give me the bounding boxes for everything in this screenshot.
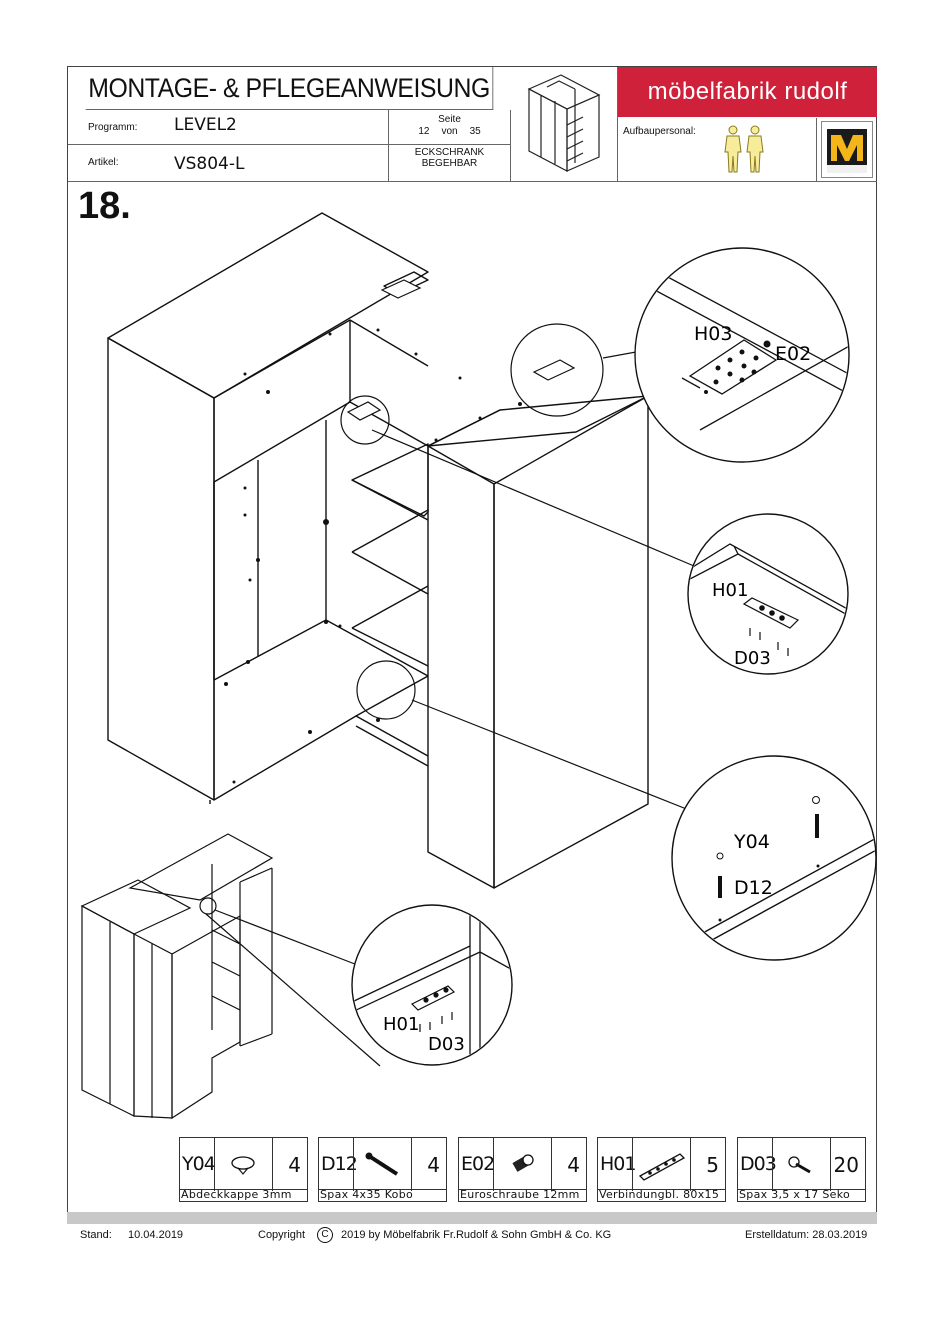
callout-h01-mid: H01 [712, 580, 748, 601]
part-code: Y04 [182, 1153, 216, 1175]
callout-h03: H03 [694, 323, 732, 345]
programm-row: Programm: LEVEL2 Seite 12 von 35 [68, 110, 511, 145]
quality-seal [817, 118, 877, 182]
callout-y04: Y04 [733, 831, 770, 853]
part-code: E02 [461, 1153, 495, 1175]
callout-h01-small: H01 [383, 1014, 419, 1035]
part-d12: D12 4 Spax 4x35 Kobo [318, 1137, 447, 1202]
artikel-label: Artikel: [88, 157, 119, 168]
artikel-value: VS804-L [174, 154, 245, 174]
small-screw-icon [788, 1156, 811, 1174]
document-title: MONTAGE- & PFLEGEANWEISUNG [85, 67, 494, 110]
page-von: von [441, 126, 458, 137]
part-name: Spax 3,5 x 17 Seko [737, 1189, 866, 1202]
copyright-label: Copyright [258, 1229, 306, 1241]
part-code: D12 [321, 1153, 358, 1175]
bottom-bar [67, 1212, 877, 1224]
part-name: Euroschraube 12mm [458, 1189, 587, 1202]
page-total: 35 [469, 126, 481, 137]
part-qty: 4 [288, 1153, 301, 1177]
part-name: Spax 4x35 Kobo [318, 1189, 447, 1202]
part-name: Verbindungbl. 80x15 [597, 1189, 726, 1202]
plate-icon [638, 1153, 686, 1181]
artikel-row: Artikel: VS804-L ECKSCHRANK BEGEHBAR [68, 145, 511, 182]
product-name-line2: BEGEHBAR [421, 158, 478, 169]
page-current: 12 [418, 126, 430, 137]
stand-date: 10.04.2019 [128, 1229, 184, 1241]
product-name-box: ECKSCHRANK BEGEHBAR [388, 145, 510, 181]
callout-d03-small: D03 [428, 1034, 465, 1055]
product-name-line1: ECKSCHRANK [414, 147, 485, 158]
seite-label: Seite [438, 114, 461, 125]
part-e02: E02 4 Euroschraube 12mm [458, 1137, 587, 1202]
stand-label: Stand: [80, 1229, 112, 1241]
part-name: Abdeckkappe 3mm [179, 1189, 308, 1202]
part-code: D03 [740, 1153, 777, 1175]
quality-seal-icon [821, 121, 873, 178]
callout-e02: E02 [775, 343, 811, 365]
product-thumbnail [511, 67, 618, 182]
step-number: 18. [78, 185, 131, 227]
callout-d03-mid: D03 [734, 648, 771, 669]
callout-d12: D12 [734, 877, 773, 899]
corner-wardrobe-thumbnail-icon [527, 74, 601, 172]
page-number-box: Seite 12 von 35 [388, 110, 510, 144]
cap-icon [231, 1156, 255, 1175]
part-qty: 4 [427, 1153, 440, 1177]
assembly-staff-label: Aufbaupersonal: [623, 126, 696, 137]
part-code: H01 [600, 1153, 636, 1175]
part-y04: Y04 4 Abdeckkappe 3mm [179, 1137, 308, 1202]
two-persons-icon [724, 125, 764, 173]
erstelldatum: Erstelldatum: 28.03.2019 [745, 1229, 868, 1241]
part-qty: 5 [706, 1153, 719, 1177]
copyright-icon: C [317, 1227, 333, 1243]
assembly-staff-box: Aufbaupersonal: [618, 118, 817, 182]
part-d03: D03 20 Spax 3,5 x 17 Seko [737, 1137, 866, 1202]
euroscrew-icon [512, 1154, 534, 1172]
programm-value: LEVEL2 [174, 115, 237, 135]
part-qty: 4 [567, 1153, 580, 1177]
brand-logo: möbelfabrik rudolf [618, 67, 877, 117]
programm-label: Programm: [88, 122, 138, 133]
part-h01: H01 5 Verbindungbl. 80x15 [597, 1137, 726, 1202]
screw-icon [365, 1152, 399, 1176]
part-qty: 20 [833, 1153, 859, 1177]
page-number: 12 von 35 [389, 126, 510, 137]
copyright-text: 2019 by Möbelfabrik Fr.Rudolf & Sohn Gmb… [341, 1229, 612, 1241]
